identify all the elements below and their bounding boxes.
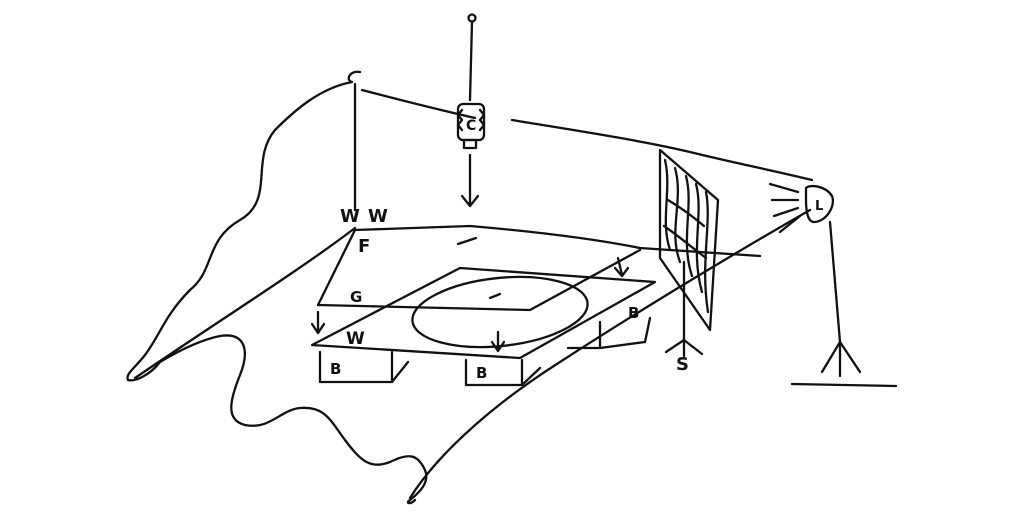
backdrop-left-diagonal	[133, 226, 357, 380]
white-board	[310, 266, 657, 360]
backdrop-sweep-outline	[126, 70, 428, 505]
screen-stand-legs	[664, 338, 704, 358]
label-wall-left: W	[340, 206, 360, 227]
glass-reflection-mark	[456, 236, 478, 246]
label-block-front-middle: B	[476, 364, 487, 382]
label-block-back-right: B	[628, 304, 639, 322]
label-block-front-left: B	[330, 360, 341, 378]
label-floor: F	[358, 236, 370, 257]
label-white-board: W	[346, 329, 365, 349]
block-front-middle	[464, 358, 542, 387]
label-light: L	[815, 199, 823, 214]
light-rays	[768, 182, 802, 234]
diffusion-screen-frame	[658, 148, 720, 332]
camera-bellows-left	[456, 108, 464, 132]
camera-boom-pole	[468, 20, 474, 102]
labels-group: C L S W W F G W B B B	[330, 118, 823, 382]
camera-bellows-right	[478, 108, 486, 132]
backdrop-top-edge	[360, 88, 477, 120]
subject-ellipse	[411, 275, 589, 349]
label-glass: G	[350, 288, 362, 306]
light-stand-legs	[820, 340, 862, 378]
diffusion-screen-pattern	[662, 158, 710, 314]
camera-lens	[462, 138, 478, 150]
ground-line	[790, 382, 898, 388]
block-back-right	[598, 316, 652, 350]
label-wall-right: W	[368, 206, 388, 227]
glass-down-arrow-right	[613, 256, 630, 278]
glass-reflection-mark-2	[488, 292, 502, 300]
light-head	[804, 184, 835, 224]
white-board-left-arrow	[310, 310, 326, 335]
backdrop-top-edge-right	[510, 118, 814, 182]
white-board-mid-arrow	[490, 330, 506, 353]
label-camera: C	[466, 118, 476, 134]
floor-left-edge	[316, 228, 357, 307]
light-stand-pole	[828, 220, 842, 344]
glass-sheet	[316, 248, 642, 312]
label-stand: S	[676, 354, 689, 375]
floor-plane	[353, 224, 762, 258]
block-front-left	[318, 350, 410, 384]
backdrop-right-diagonal	[408, 208, 812, 500]
camera-mount-knob	[467, 13, 477, 23]
camera-direction-arrow	[460, 153, 480, 208]
